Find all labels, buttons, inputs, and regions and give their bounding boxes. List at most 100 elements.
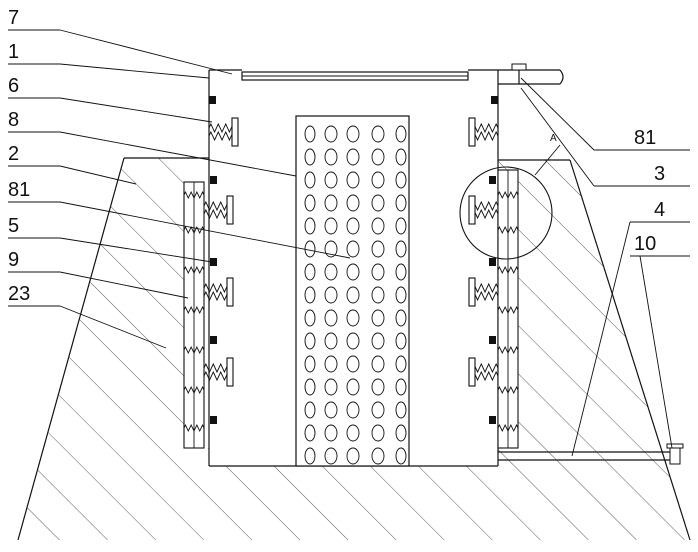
filter-hole xyxy=(305,264,315,280)
filter-hole xyxy=(396,149,406,165)
filter-hole xyxy=(372,287,384,303)
filter-hole xyxy=(347,333,359,349)
filter-hole xyxy=(347,149,359,165)
damper-plate xyxy=(227,278,233,306)
filter-hole xyxy=(396,379,406,395)
filter-hole xyxy=(305,333,315,349)
bolt-icon xyxy=(489,176,496,184)
cover-plate xyxy=(242,72,468,80)
filter-hole xyxy=(396,172,406,188)
filter-hole xyxy=(372,425,384,441)
filter-hole xyxy=(325,356,337,372)
filter-hole xyxy=(396,195,406,211)
filter-hole xyxy=(325,172,337,188)
label-4: 4 xyxy=(654,199,665,221)
top-pipe-valve xyxy=(512,64,563,84)
filter-hole xyxy=(372,149,384,165)
filter-hole xyxy=(372,333,384,349)
filter-hole xyxy=(305,195,315,211)
filter-hole xyxy=(396,333,406,349)
filter-hole xyxy=(325,333,337,349)
filter-hole xyxy=(325,264,337,280)
left-wall-plate xyxy=(184,182,204,448)
bolt-icon xyxy=(210,336,217,344)
label-9: 9 xyxy=(8,249,19,271)
damper-plate xyxy=(469,196,475,224)
filter-hole xyxy=(305,402,315,418)
filter-hole xyxy=(372,402,384,418)
label-5: 5 xyxy=(8,215,19,237)
perforated-filter xyxy=(296,116,409,466)
filter-hole xyxy=(347,126,359,142)
bolt-icon xyxy=(209,96,216,104)
filter-hole xyxy=(372,310,384,326)
filter-hole xyxy=(325,402,337,418)
filter-hole xyxy=(396,287,406,303)
filter-hole xyxy=(347,241,359,257)
label-2: 2 xyxy=(8,143,19,165)
filter-hole xyxy=(305,172,315,188)
bolt-icon xyxy=(489,336,496,344)
label-8: 8 xyxy=(8,109,19,131)
damper-plate xyxy=(469,118,475,146)
filter-hole xyxy=(305,126,315,142)
label-81-right: 81 xyxy=(634,127,656,149)
filter-hole xyxy=(325,379,337,395)
label-81-left: 81 xyxy=(8,179,30,201)
filter-hole xyxy=(305,287,315,303)
filter-hole xyxy=(396,264,406,280)
filter-hole xyxy=(305,218,315,234)
filter-hole xyxy=(347,172,359,188)
bolt-icon xyxy=(489,416,496,424)
damper-plate xyxy=(469,278,475,306)
right-wall-plate xyxy=(498,170,518,448)
filter-hole xyxy=(347,310,359,326)
filter-hole xyxy=(325,425,337,441)
filter-hole xyxy=(305,425,315,441)
filter-hole xyxy=(305,379,315,395)
filter-hole xyxy=(396,402,406,418)
damper-plate xyxy=(227,196,233,224)
bolt-icon xyxy=(489,258,496,266)
filter-hole xyxy=(372,448,384,464)
filter-hole xyxy=(347,264,359,280)
label-10: 10 xyxy=(634,233,656,255)
filter-hole xyxy=(347,425,359,441)
filter-hole xyxy=(396,241,406,257)
filter-hole xyxy=(325,126,337,142)
filter-hole xyxy=(305,448,315,464)
filter-hole xyxy=(305,310,315,326)
filter-hole xyxy=(347,402,359,418)
filter-hole xyxy=(372,195,384,211)
label-7: 7 xyxy=(8,7,19,29)
filter-hole xyxy=(347,448,359,464)
filter-hole xyxy=(347,356,359,372)
filter-hole xyxy=(325,310,337,326)
label-6: 6 xyxy=(8,75,19,97)
filter-hole xyxy=(372,356,384,372)
filter-hole xyxy=(396,218,406,234)
label-3: 3 xyxy=(654,163,665,185)
damper-plate xyxy=(232,118,238,146)
filter-hole xyxy=(347,218,359,234)
filter-hole xyxy=(325,218,337,234)
bolt-icon xyxy=(210,416,217,424)
filter-hole xyxy=(372,218,384,234)
filter-hole xyxy=(305,241,315,257)
filter-hole xyxy=(372,241,384,257)
filter-hole xyxy=(325,448,337,464)
filter-hole xyxy=(372,126,384,142)
filter-hole xyxy=(396,310,406,326)
filter-hole xyxy=(347,379,359,395)
filter-hole xyxy=(347,195,359,211)
filter-hole xyxy=(347,287,359,303)
filter-hole xyxy=(325,149,337,165)
label-1: 1 xyxy=(8,41,19,63)
filter-hole xyxy=(396,448,406,464)
filter-hole xyxy=(325,287,337,303)
bolt-icon xyxy=(491,96,498,104)
bolt-icon xyxy=(210,176,217,184)
filter-hole xyxy=(372,379,384,395)
filter-hole xyxy=(372,172,384,188)
